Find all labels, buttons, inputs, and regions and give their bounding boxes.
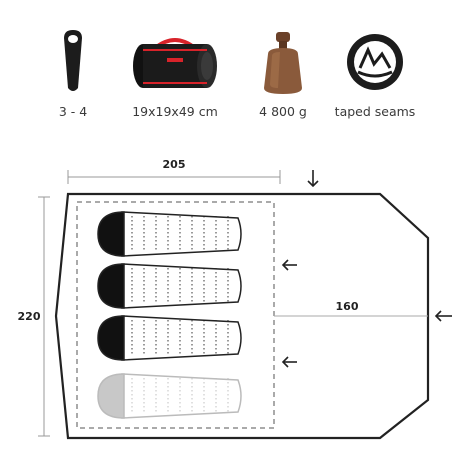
inner-door-arrow-lower [281, 356, 297, 368]
sleeping-bag [97, 373, 242, 419]
sleeping-bag [97, 263, 242, 309]
spec-pack-size: 19x19x49 cm [120, 28, 230, 119]
vestibule-dimension: 160 [274, 300, 428, 317]
sleeping-bags [97, 211, 242, 419]
sleeping-bag [97, 315, 242, 361]
spec-weight: 4 800 g [228, 28, 338, 119]
spec-taped-seams: taped seams [320, 28, 430, 119]
capacity-label: 3 - 4 [58, 104, 88, 119]
sleeping-bag [97, 211, 242, 257]
pack-size-label: 19x19x49 cm [132, 104, 218, 119]
tent-floor-plan: 205 220 160 [18, 158, 452, 440]
inner-tent [76, 201, 275, 429]
weight-label: 4 800 g [259, 104, 307, 119]
length-dimension: 205 [67, 158, 281, 184]
entrance-arrow-side [434, 310, 452, 322]
inner-door-arrow-upper [281, 259, 297, 271]
vestibule-value: 160 [336, 300, 359, 313]
width-value: 220 [18, 310, 41, 323]
duffel-bag-icon [133, 38, 217, 88]
taped-seams-label: taped seams [334, 104, 416, 119]
spec-capacity: 3 - 4 [18, 28, 128, 119]
entrance-arrow-top [307, 170, 319, 188]
taped-seams-icon [347, 34, 403, 90]
tent-outline [54, 192, 430, 440]
sleeping-bag-icon [64, 30, 82, 91]
length-value: 205 [163, 158, 186, 171]
width-dimension: 220 [18, 196, 50, 437]
weight-icon [264, 32, 302, 94]
